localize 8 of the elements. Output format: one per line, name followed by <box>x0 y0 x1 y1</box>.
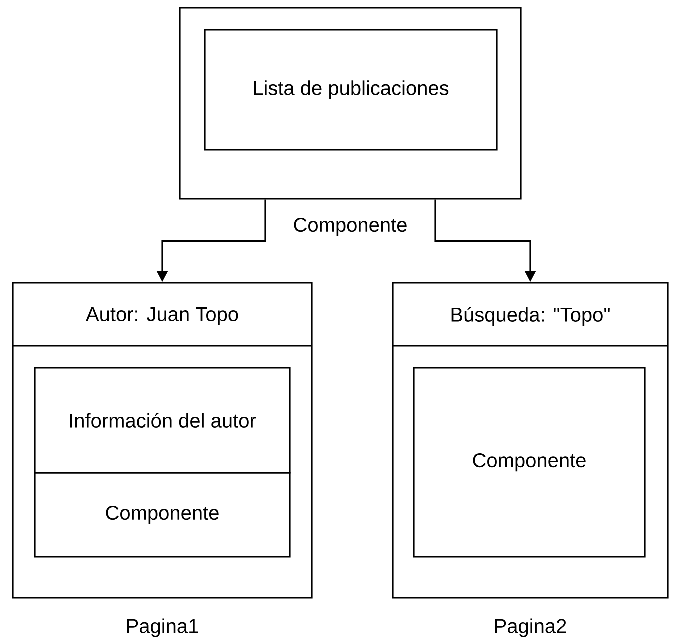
component-box <box>179 7 522 200</box>
component-label: Componente <box>291 216 410 238</box>
component-box: Componente <box>34 472 291 558</box>
component-box: Información del autor <box>34 367 291 474</box>
component-box: Lista de publicaciones <box>204 29 498 151</box>
page-label: Pagina2 <box>492 616 570 640</box>
page-label: Pagina1 <box>124 616 202 640</box>
component-box: Componente <box>413 367 646 558</box>
